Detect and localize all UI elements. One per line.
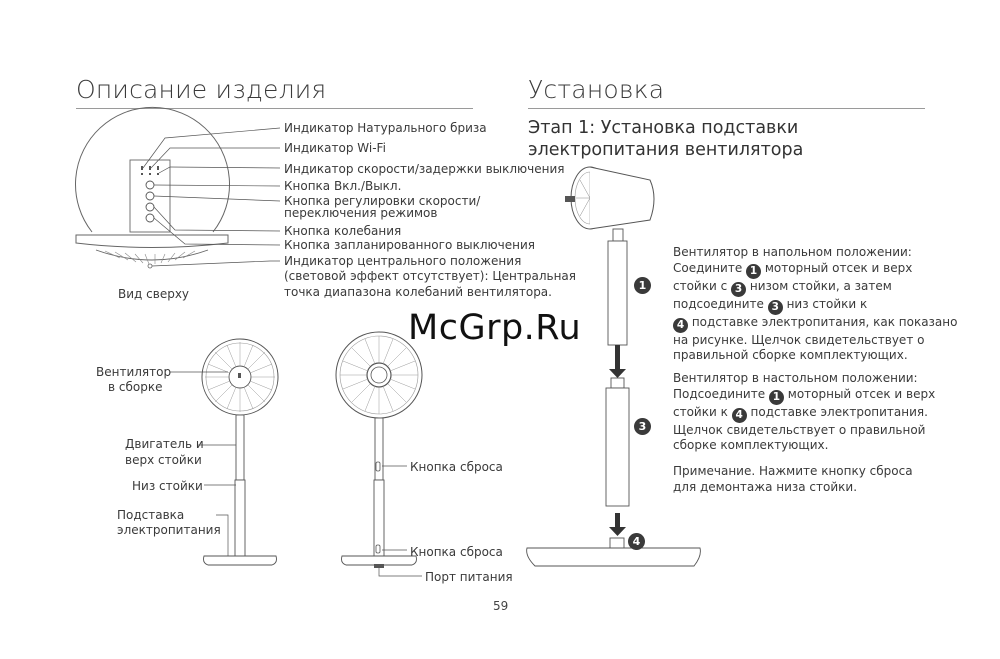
table-instructions: Вентилятор в настольном положении: Подсо… bbox=[673, 371, 973, 454]
label-timer-button: Кнопка запланированного выключения bbox=[284, 238, 535, 252]
floor-instructions: Вентилятор в напольном положении: Соедин… bbox=[673, 245, 973, 364]
label-power-button: Кнопка Вкл./Выкл. bbox=[284, 179, 402, 193]
note-line1: Примечание. Нажмите кнопку сброса bbox=[673, 464, 913, 478]
title-rule-left bbox=[76, 108, 473, 109]
floor-line3: стойки с 3 низом стойки, а затем bbox=[673, 278, 892, 297]
note-line2: для демонтажа низа стойки. bbox=[673, 479, 858, 494]
label-center-indicator-line3: точка диапазона колебаний вентилятора. bbox=[284, 285, 552, 299]
label-assembled-fan-line1: Вентилятор bbox=[96, 365, 172, 379]
callout-4: 4 bbox=[628, 533, 645, 550]
label-reset-button-lower: Кнопка сброса bbox=[410, 545, 503, 559]
floor-line4: подсоедините 3 низ стойки к bbox=[673, 296, 868, 315]
label-assembled-fan-line2: в сборке bbox=[108, 380, 163, 394]
page-number: 59 bbox=[493, 599, 509, 613]
floor-line6: на рисунке. Щелчок свидетельствует о bbox=[673, 332, 925, 347]
table-line2: Подсоедините 1 моторный отсек и верх bbox=[673, 386, 936, 405]
section-title-description: Описание изделия bbox=[76, 75, 327, 104]
label-speed-button-line2: переключения режимов bbox=[284, 206, 438, 220]
table-line4: Щелчок свидетельствует о правильной bbox=[673, 422, 926, 437]
label-center-indicator-line2: (световой эффект отсутствует): Центральн… bbox=[284, 269, 576, 283]
floor-line7: правильной сборке комплектующих. bbox=[673, 348, 908, 363]
label-motor-line2: верх стойки bbox=[125, 453, 202, 467]
floor-line1: Вентилятор в напольном положении: bbox=[673, 245, 912, 259]
label-natural-breeze-indicator: Индикатор Натурального бриза bbox=[284, 121, 487, 135]
floor-line5: 4 подставке электропитания, как показано bbox=[673, 315, 973, 333]
label-oscillation-button: Кнопка колебания bbox=[284, 224, 402, 238]
table-line1: Вентилятор в настольном положении: bbox=[673, 371, 918, 385]
label-stand-bottom: Низ стойки bbox=[132, 479, 203, 493]
label-motor-line1: Двигатель и bbox=[125, 437, 204, 451]
inline-number-4: 4 bbox=[673, 317, 688, 333]
watermark: McGrp.Ru bbox=[408, 308, 582, 348]
callout-1: 1 bbox=[634, 277, 651, 294]
inline-number-4b: 4 bbox=[731, 407, 747, 423]
table-line5: сборке комплектующих. bbox=[673, 438, 829, 453]
label-power-base-line2: электропитания bbox=[117, 523, 221, 537]
label-power-base-line1: Подставка bbox=[117, 508, 185, 522]
label-reset-button-upper: Кнопка сброса bbox=[410, 460, 503, 474]
label-speed-button-line1: Кнопка регулировки скорости/ bbox=[284, 194, 481, 208]
section-title-installation: Установка bbox=[528, 75, 665, 104]
table-line3: стойки к 4 подставке электропитания. bbox=[673, 404, 928, 423]
label-wifi-indicator: Индикатор Wi-Fi bbox=[284, 141, 386, 155]
label-speed-indicator: Индикатор скорости/задержки выключения bbox=[284, 162, 565, 176]
inline-number-3: 3 bbox=[731, 281, 747, 297]
inline-number-3b: 3 bbox=[767, 299, 783, 315]
inline-number-1: 1 bbox=[746, 263, 762, 279]
callout-3: 3 bbox=[634, 418, 651, 435]
top-view-caption: Вид сверху bbox=[118, 287, 190, 301]
title-rule-right bbox=[528, 108, 925, 109]
note: Примечание. Нажмите кнопку сброса для де… bbox=[673, 464, 973, 495]
floor-line2: Соедините 1 моторный отсек и верх bbox=[673, 260, 913, 279]
step-title: Этап 1: Установка подставки электропитан… bbox=[528, 118, 804, 160]
label-power-port: Порт питания bbox=[425, 570, 513, 584]
inline-number-1b: 1 bbox=[768, 389, 784, 405]
label-center-indicator-line1: Индикатор центрального положения bbox=[284, 254, 522, 268]
